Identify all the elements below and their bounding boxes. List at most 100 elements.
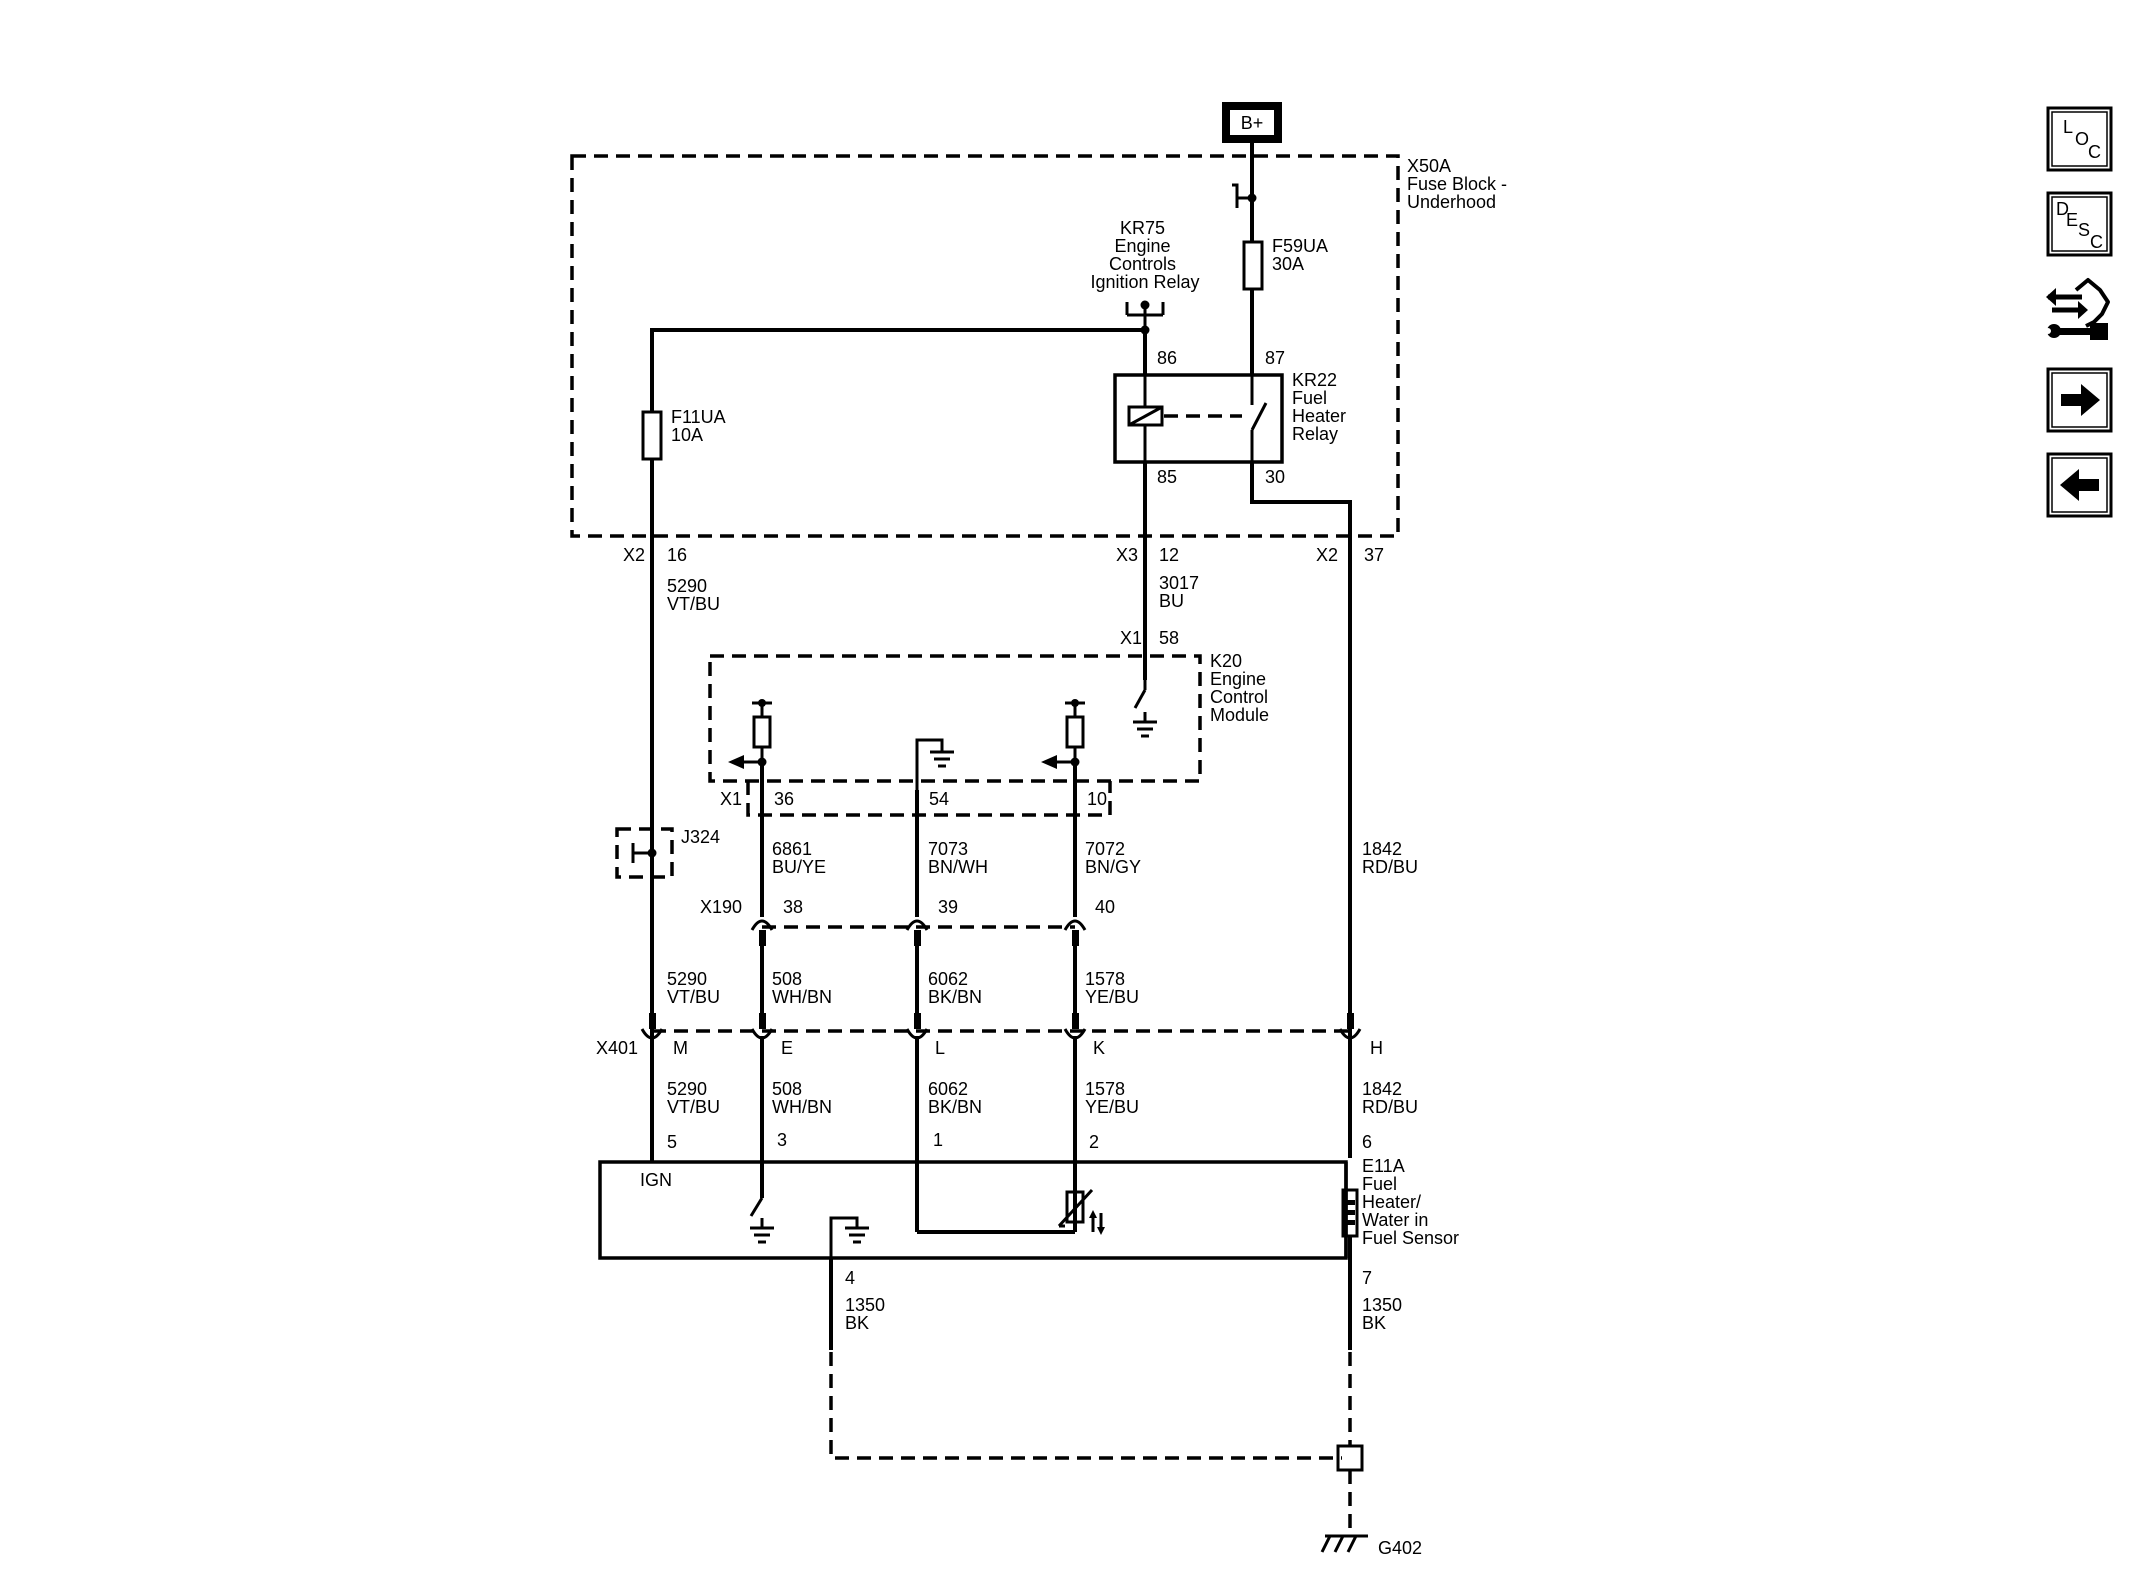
arrow-left-icon xyxy=(2060,469,2099,501)
fuse-block-conn-left: X2 xyxy=(623,545,645,565)
next-button[interactable] xyxy=(2046,367,2113,433)
ecm-pin-54: 54 xyxy=(929,789,949,809)
desc-letter-s: S xyxy=(2078,220,2090,240)
x401-pin-m: M xyxy=(673,1038,688,1058)
ecm-switch-58 xyxy=(1133,680,1157,738)
wire-label-508-bot: 508 WH/BN xyxy=(772,1079,832,1117)
sensor-pin-1: 1 xyxy=(933,1130,943,1150)
fuse-block-pin-right: 37 xyxy=(1364,545,1384,565)
fuse-block-conn-mid: X3 xyxy=(1116,545,1138,565)
fuse-block-outline xyxy=(570,154,1400,538)
ecm-ground-54 xyxy=(915,738,954,790)
fuse-f59ua xyxy=(1242,240,1264,375)
fuse-block-pin-left: 16 xyxy=(667,545,687,565)
desc-letter-d: D xyxy=(2056,199,2069,219)
kr75-label: KR75 Engine Controls Ignition Relay xyxy=(1090,218,1199,292)
x401-pin-l: L xyxy=(935,1038,945,1058)
wire-1350-right xyxy=(1336,1258,1364,1536)
wire-label-3017: 3017 BU xyxy=(1159,573,1204,611)
wire-label-5290-top: 5290 VT/BU xyxy=(667,576,720,614)
kr22-pin-30: 30 xyxy=(1265,467,1285,487)
sensor-pin-4: 4 xyxy=(845,1268,855,1288)
x401-pin-k: K xyxy=(1093,1038,1105,1058)
kr22-label: KR22 Fuel Heater Relay xyxy=(1292,370,1351,444)
bplus-feed-wire xyxy=(1232,143,1257,242)
back-button[interactable] xyxy=(2046,452,2113,518)
ecm-top-pin: 58 xyxy=(1159,628,1179,648)
battery-positive-terminal: B+ xyxy=(1222,102,1282,143)
wire-label-5290-bot: 5290 VT/BU xyxy=(667,1079,720,1117)
connector-x401 xyxy=(640,1013,1362,1040)
ecm-pullup-36 xyxy=(728,699,772,769)
sensor-heater-element xyxy=(1341,1188,1359,1258)
sensor-pin-5: 5 xyxy=(667,1132,677,1152)
kr22-pin-85: 85 xyxy=(1157,467,1177,487)
battery-label: B+ xyxy=(1241,113,1264,133)
fuse-f11ua-label: F11UA 10A xyxy=(671,407,730,445)
loc-letter-l: L xyxy=(2063,117,2073,137)
ground-g402-label: G402 xyxy=(1378,1538,1422,1558)
wire-label-1350-left: 1350 BK xyxy=(845,1295,890,1333)
loc-letter-o: O xyxy=(2075,129,2089,149)
x401-label: X401 xyxy=(596,1038,638,1058)
wire-label-1842-bot: 1842 RD/BU xyxy=(1362,1079,1418,1117)
loc-button[interactable]: L O C xyxy=(2046,106,2113,172)
connector-repair-button[interactable] xyxy=(2045,278,2110,340)
sensor-ign-label: IGN xyxy=(640,1170,672,1190)
wire-label-1350-right: 1350 BK xyxy=(1362,1295,1407,1333)
kr22-pin-86: 86 xyxy=(1157,348,1177,368)
wire-1350-left xyxy=(829,1258,1342,1460)
fuse-block-title: X50A Fuse Block - Underhood xyxy=(1407,156,1512,212)
wire-label-508-mid: 508 WH/BN xyxy=(772,969,832,1007)
fuse-block-conn-right: X2 xyxy=(1316,545,1338,565)
sensor-thermistor xyxy=(1057,1188,1105,1235)
connector-wrench-icon xyxy=(2045,278,2110,340)
desc-letter-e: E xyxy=(2066,210,2078,230)
wire-label-5290-mid: 5290 VT/BU xyxy=(667,969,720,1007)
desc-button[interactable]: D E S C xyxy=(2046,191,2113,257)
sensor-outline xyxy=(598,1160,1348,1260)
relay-kr22 xyxy=(1113,373,1284,464)
ecm-outline xyxy=(708,654,1202,783)
wire-label-6861: 6861 BU/YE xyxy=(772,839,826,877)
wire-label-7073: 7073 BN/WH xyxy=(928,839,988,877)
splice-j324 xyxy=(615,827,674,879)
ecm-bottom-conn: X1 xyxy=(720,789,742,809)
connector-x190 xyxy=(750,919,1087,946)
splice-j324-label: J324 xyxy=(681,827,720,847)
wire-label-1578-mid: 1578 YE/BU xyxy=(1085,969,1139,1007)
wire-label-7072: 7072 BN/GY xyxy=(1085,839,1141,877)
ecm-pin-10: 10 xyxy=(1087,789,1107,809)
kr75-feed-wire xyxy=(650,300,1165,412)
wire-label-1842-top: 1842 RD/BU xyxy=(1362,839,1418,877)
wire-label-6062-bot: 6062 BK/BN xyxy=(928,1079,982,1117)
ecm-label: K20 Engine Control Module xyxy=(1210,651,1273,725)
fuse-f59ua-label: F59UA 30A xyxy=(1272,236,1332,274)
sensor-pin-2: 2 xyxy=(1089,1132,1099,1152)
x190-pin-39: 39 xyxy=(938,897,958,917)
ecm-pin-36: 36 xyxy=(774,789,794,809)
sensor-pin-3: 3 xyxy=(777,1130,787,1150)
ecm-top-conn: X1 xyxy=(1120,628,1142,648)
x190-pin-38: 38 xyxy=(783,897,803,917)
kr22-pin-87: 87 xyxy=(1265,348,1285,368)
arrow-right-icon xyxy=(2061,384,2100,416)
wire-label-6062-mid: 6062 BK/BN xyxy=(928,969,982,1007)
sensor-internal-ground xyxy=(829,1216,869,1290)
desc-letter-c: C xyxy=(2090,232,2103,252)
fuse-block-pin-mid: 12 xyxy=(1159,545,1179,565)
x190-pin-40: 40 xyxy=(1095,897,1115,917)
sensor-water-switch xyxy=(749,1197,774,1244)
sensor-pin-6: 6 xyxy=(1362,1132,1372,1152)
x401-pin-e: E xyxy=(781,1038,793,1058)
wire-1842 xyxy=(1250,462,1352,1158)
wire-label-1578-bot: 1578 YE/BU xyxy=(1085,1079,1139,1117)
x190-label: X190 xyxy=(700,897,742,917)
x401-pin-h: H xyxy=(1370,1038,1383,1058)
loc-letter-c: C xyxy=(2088,142,2101,162)
sensor-pin-7: 7 xyxy=(1362,1268,1372,1288)
ecm-pullup-10 xyxy=(1041,699,1085,769)
sensor-label: E11A Fuel Heater/ Water in Fuel Sensor xyxy=(1362,1156,1459,1248)
chassis-ground-g402 xyxy=(1320,1534,1368,1553)
